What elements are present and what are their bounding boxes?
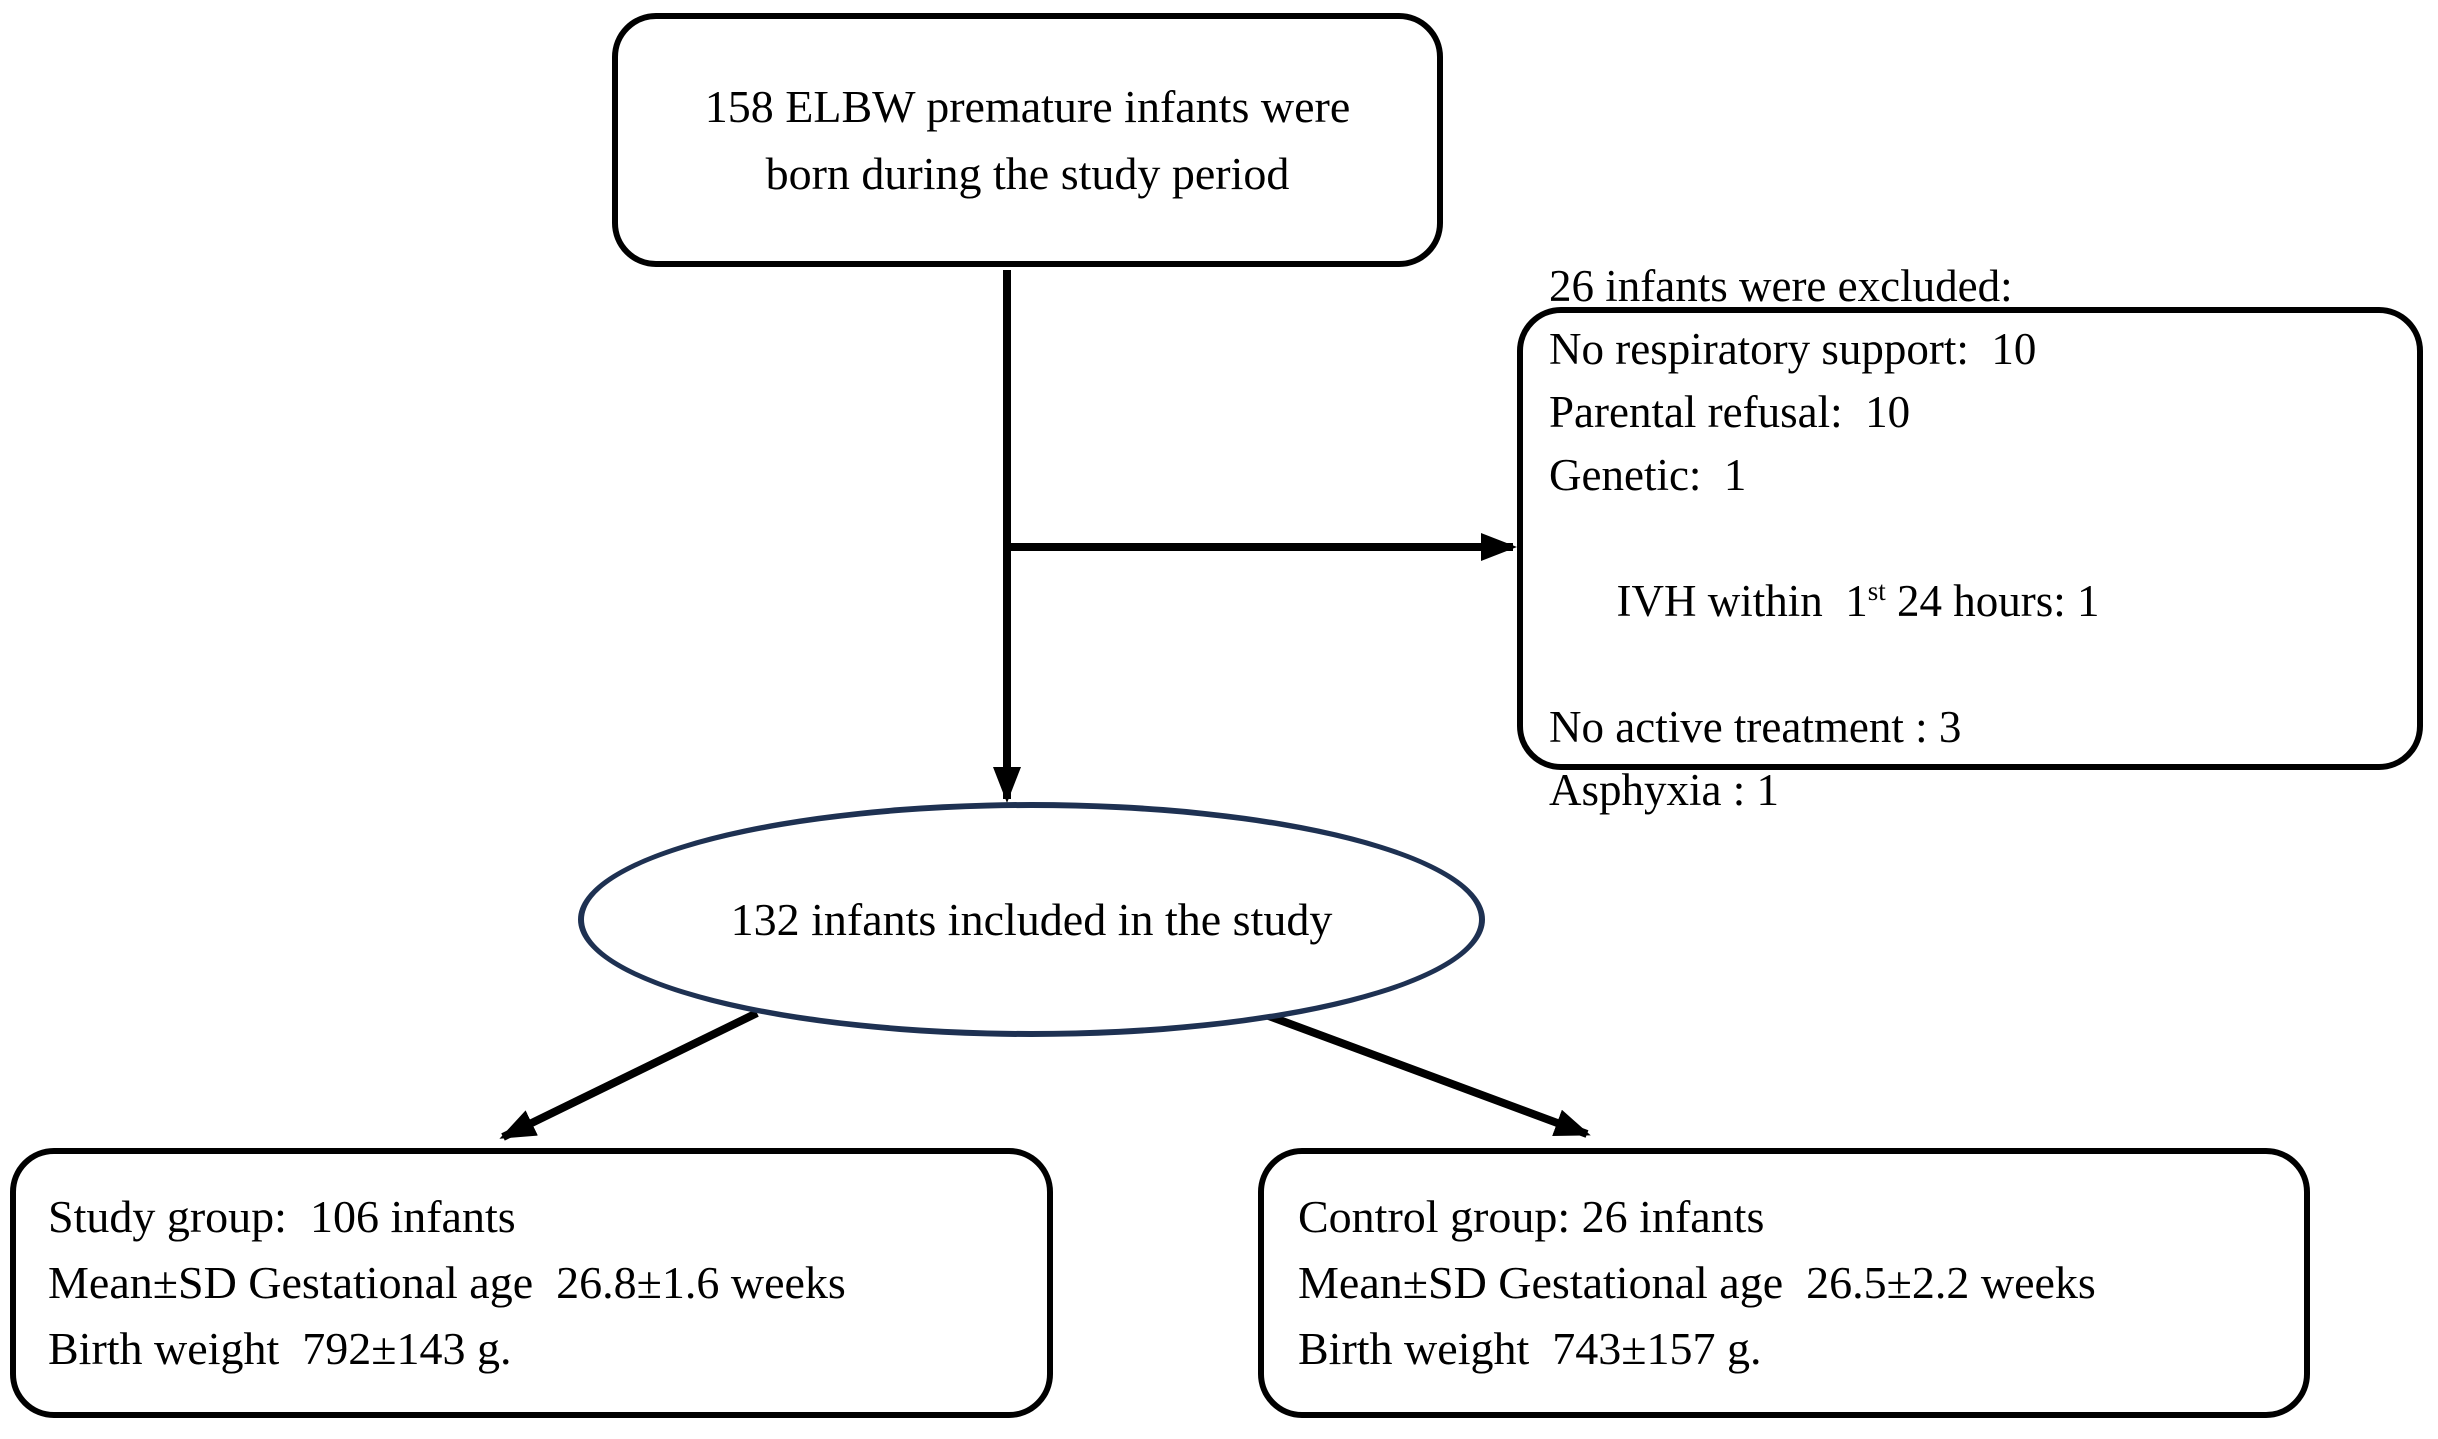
control-group-line-2: Mean±SD Gestational age 26.5±2.2 weeks [1298,1257,2096,1308]
exclusion-item-no-respiratory-support: No respiratory support: 10 [1549,324,2037,374]
study-group-line-1: Study group: 106 infants [48,1191,516,1242]
exclusion-item-genetic: Genetic: 1 [1549,450,1747,500]
exclusion-box: 26 infants were excluded: No respiratory… [1517,261,2423,815]
enrollment-box: 158 ELBW premature infants were born dur… [612,13,1443,267]
exclusion-title: 26 infants were excluded: [1549,261,2013,311]
ivh-text-prefix: IVH within 1 [1616,576,1868,626]
enrollment-line-2: born during the study period [765,148,1290,199]
exclusion-item-parental-refusal: Parental refusal: 10 [1549,387,1911,437]
ivh-ordinal-superscript: st [1867,576,1886,606]
arrow-to-control-group [1256,1008,1591,1138]
study-group-box: Study group: 106 infants Mean±SD Gestati… [10,1148,1053,1418]
enrollment-line-1: 158 ELBW premature infants were [704,81,1351,132]
control-group-line-1: Control group: 26 infants [1298,1191,1765,1242]
included-label: 132 infants included in the study [730,894,1333,945]
study-group-line-3: Birth weight 792±143 g. [48,1323,512,1374]
study-group-line-2: Mean±SD Gestational age 26.8±1.6 weeks [48,1257,846,1308]
included-ellipse: 132 infants included in the study [578,802,1485,1037]
ivh-text-suffix: 24 hours: 1 [1885,576,2100,626]
control-group-box: Control group: 26 infants Mean±SD Gestat… [1258,1148,2310,1418]
control-group-line-3: Birth weight 743±157 g. [1298,1323,1762,1374]
arrow-to-study-group [499,1009,759,1141]
exclusion-item-ivh: IVH within 1st 24 hours: 1 [1549,507,2399,696]
exclusion-item-asphyxia: Asphyxia : 1 [1549,765,1779,815]
exclusion-item-no-active-treatment: No active treatment : 3 [1549,702,1962,752]
